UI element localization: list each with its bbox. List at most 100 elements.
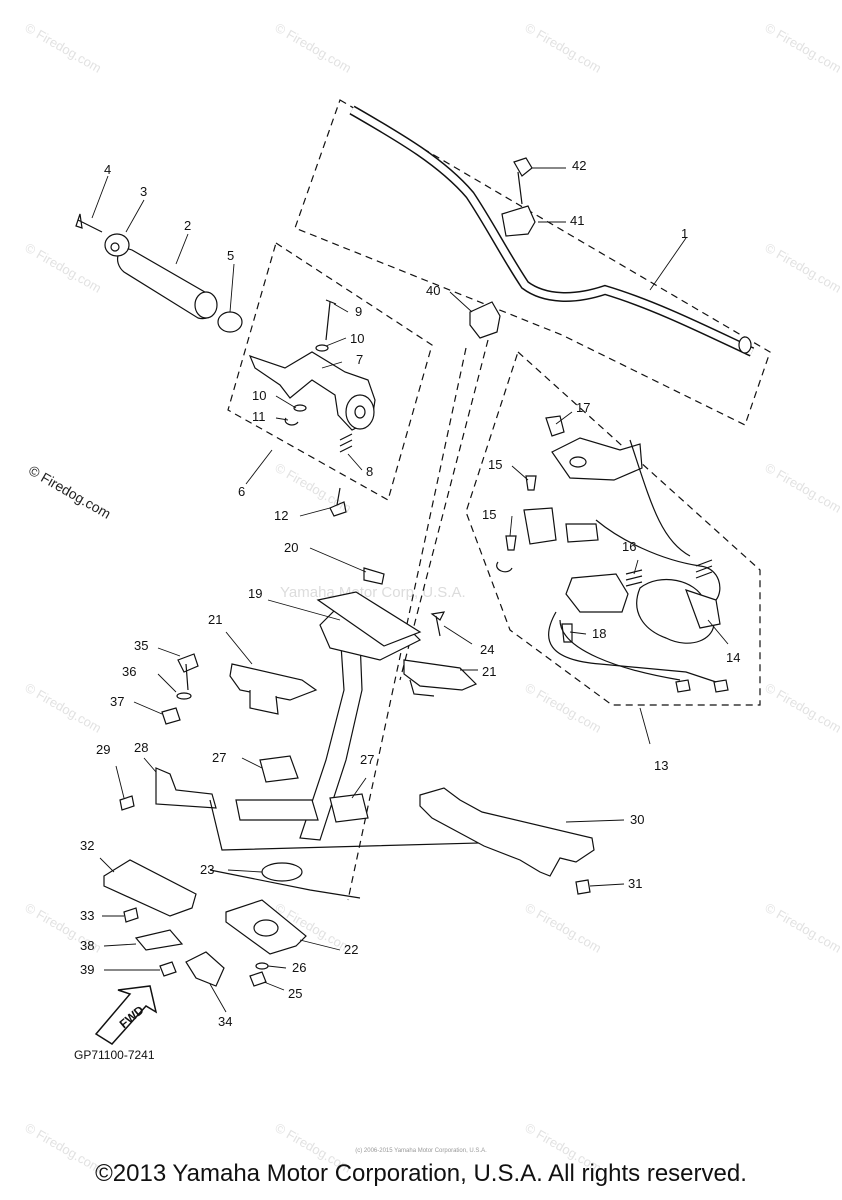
callout-32: 32 <box>80 838 95 853</box>
nut-39-part <box>159 961 177 977</box>
callout-26: 26 <box>292 960 307 975</box>
copyright-notice: ©2013 Yamaha Motor Corporation, U.S.A. A… <box>95 1160 747 1187</box>
bracket-28-part <box>155 767 217 809</box>
handlebar-holder-upper <box>501 205 536 237</box>
cover-30-part <box>419 787 595 877</box>
bolt-35-part <box>177 653 199 691</box>
steering-plate-19 <box>316 591 422 647</box>
switch-housing <box>565 573 629 613</box>
callout-16: 16 <box>622 539 637 554</box>
spring-8-part <box>339 433 353 453</box>
bracket-21b-part <box>403 659 478 691</box>
callout-35: 35 <box>134 638 149 653</box>
collar-5-part <box>217 311 243 333</box>
diagram-code: GP71100-7241 <box>74 1048 155 1062</box>
washer-36-part <box>176 692 192 700</box>
callout-15a: 15 <box>488 457 503 472</box>
callout-30: 30 <box>630 812 645 827</box>
center-watermark: Yamaha Motor Corp, U.S.A. <box>280 584 466 601</box>
grip-end-cap <box>104 233 130 257</box>
callout-42: 42 <box>572 158 587 173</box>
callout-3: 3 <box>140 184 148 199</box>
screw-4-part <box>75 213 103 233</box>
clamp-23-part <box>261 862 303 882</box>
callout-22: 22 <box>344 942 359 957</box>
callout-38: 38 <box>80 938 95 953</box>
bolt-29-part <box>119 795 135 811</box>
bolt-12-part <box>329 487 347 517</box>
nut-25-part <box>249 971 267 987</box>
callout-34: 34 <box>218 1014 233 1029</box>
callout-21a: 21 <box>208 612 223 627</box>
callout-5: 5 <box>227 248 235 263</box>
bolt-24-part <box>430 611 446 637</box>
callout-14: 14 <box>726 650 741 665</box>
bracket-32-part <box>103 859 197 917</box>
switch-17-part <box>551 437 643 481</box>
spring-16-part <box>625 569 643 587</box>
washer-10b-part <box>293 404 307 412</box>
throttle-lever-part <box>248 351 376 431</box>
callout-12: 12 <box>274 508 289 523</box>
bolt-31-part <box>575 879 591 895</box>
callout-1: 1 <box>681 226 689 241</box>
callout-33: 33 <box>80 908 95 923</box>
callout-28: 28 <box>134 740 149 755</box>
nut-37-part <box>161 707 181 725</box>
leader-lines <box>91 167 729 1013</box>
handlebar-holder-lower <box>469 301 501 339</box>
callout-9: 9 <box>355 304 363 319</box>
callout-4: 4 <box>104 162 112 177</box>
clip-11-part <box>284 417 299 426</box>
callout-23: 23 <box>200 862 215 877</box>
callout-27a: 27 <box>212 750 227 765</box>
callout-41: 41 <box>570 213 585 228</box>
callout-8: 8 <box>366 464 374 479</box>
handlebar-group-outline <box>294 99 771 426</box>
callout-36: 36 <box>122 664 137 679</box>
callout-13: 13 <box>654 758 669 773</box>
callout-27b: 27 <box>360 752 375 767</box>
collar-20-part <box>363 567 385 585</box>
bolt-15a-part <box>525 475 537 491</box>
callout-40: 40 <box>426 283 441 298</box>
washer-26-part <box>255 962 269 970</box>
steering-column-part <box>299 628 363 841</box>
bolt-42-part <box>513 157 533 205</box>
callout-10a: 10 <box>350 331 365 346</box>
callout-17: 17 <box>576 400 591 415</box>
tiny-print: (c) 2006-2015 Yamaha Motor Corporation, … <box>355 1148 487 1154</box>
callout-24: 24 <box>480 642 495 657</box>
bolt-15b-part <box>505 535 517 551</box>
bracket-21a-part <box>229 663 318 701</box>
callout-31: 31 <box>628 876 643 891</box>
guide-27a-part <box>259 755 299 783</box>
callout-39: 39 <box>80 962 95 977</box>
plate-22-part <box>225 899 307 955</box>
callout-11: 11 <box>252 409 266 424</box>
switch-group-outline <box>465 350 761 706</box>
bracket-34-part <box>185 951 225 987</box>
pin-9-part <box>325 299 337 341</box>
callout-2: 2 <box>184 218 192 233</box>
guide-27b-part <box>329 793 369 823</box>
callout-15b: 15 <box>482 507 497 522</box>
callout-21b: 21 <box>482 664 497 679</box>
throttle-group-outline <box>227 242 433 501</box>
bolt-33-part <box>123 907 139 923</box>
fwd-arrow-icon <box>94 985 158 1045</box>
callout-18: 18 <box>592 626 607 641</box>
bracket-38-part <box>134 929 184 951</box>
switch-block <box>523 507 557 545</box>
callout-37: 37 <box>110 694 125 709</box>
callout-29: 29 <box>96 742 111 757</box>
callout-10b: 10 <box>252 388 267 403</box>
callout-20: 20 <box>284 540 299 555</box>
callout-19: 19 <box>248 586 263 601</box>
column-bracket <box>235 799 319 821</box>
callout-6: 6 <box>238 484 246 499</box>
callout-7: 7 <box>356 352 364 367</box>
callout-25: 25 <box>288 986 303 1001</box>
washer-10-part <box>315 344 329 352</box>
